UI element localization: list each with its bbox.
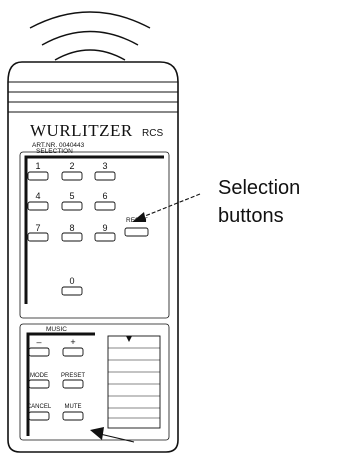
selection-button-7-label: 7 — [35, 223, 40, 233]
control-buttons: – + MODE PRESET CANCEL MUTE — [27, 337, 85, 421]
selection-button-3[interactable]: 3 — [94, 161, 116, 181]
display-strip — [107, 335, 161, 429]
selection-button-2[interactable]: 2 — [61, 161, 83, 181]
brand-name: WURLITZER — [30, 121, 133, 140]
minus-button-label: – — [36, 337, 41, 347]
mute-button[interactable]: MUTE — [62, 404, 84, 421]
callout-line-2: buttons — [218, 205, 284, 227]
art-number: ART.NR. 0040443 — [32, 142, 85, 149]
selection-button-9-label: 9 — [102, 223, 107, 233]
selection-button-6-label: 6 — [102, 191, 107, 201]
music-panel-label: MUSIC — [46, 326, 67, 333]
signal-waves-icon — [29, 11, 151, 61]
mute-button-label: MUTE — [65, 404, 82, 410]
plus-button[interactable]: + — [62, 337, 84, 357]
model-name: RCS — [142, 128, 163, 139]
selection-button-8-label: 8 — [69, 223, 74, 233]
preset-button[interactable]: PRESET — [61, 373, 85, 389]
selection-button-9[interactable]: 9 — [94, 223, 116, 242]
cancel-button-label: CANCEL — [27, 404, 52, 410]
remote-body — [7, 61, 179, 453]
preset-button-label: PRESET — [61, 373, 85, 379]
callout-line-1: Selection — [218, 177, 300, 199]
mode-button-label: MODE — [30, 373, 48, 379]
pointer-arrows — [90, 193, 201, 443]
selection-panel-label: SELECTION — [36, 148, 73, 155]
selection-button-1[interactable]: 1 — [27, 161, 49, 181]
selection-button-5-label: 5 — [69, 191, 74, 201]
selection-button-6[interactable]: 6 — [94, 191, 116, 211]
selection-button-4[interactable]: 4 — [27, 191, 49, 211]
selection-button-3-label: 3 — [102, 161, 107, 171]
mode-button[interactable]: MODE — [28, 373, 50, 389]
selection-buttons: 1 2 3 4 5 6 7 8 9 0 — [27, 161, 116, 296]
selection-button-2-label: 2 — [69, 161, 74, 171]
minus-button[interactable]: – — [28, 337, 50, 357]
selection-button-1-label: 1 — [35, 161, 40, 171]
selection-button-7[interactable]: 7 — [27, 223, 49, 242]
music-panel: MUSIC — [19, 323, 170, 441]
selection-button-0-label: 0 — [69, 276, 74, 286]
selection-button-5[interactable]: 5 — [61, 191, 83, 211]
selection-panel: SELECTION — [19, 148, 170, 319]
plus-button-label: + — [70, 337, 75, 347]
selection-button-0[interactable]: 0 — [61, 276, 83, 296]
selection-button-4-label: 4 — [35, 191, 40, 201]
cancel-button[interactable]: CANCEL — [27, 404, 52, 421]
selection-button-8[interactable]: 8 — [61, 223, 83, 242]
